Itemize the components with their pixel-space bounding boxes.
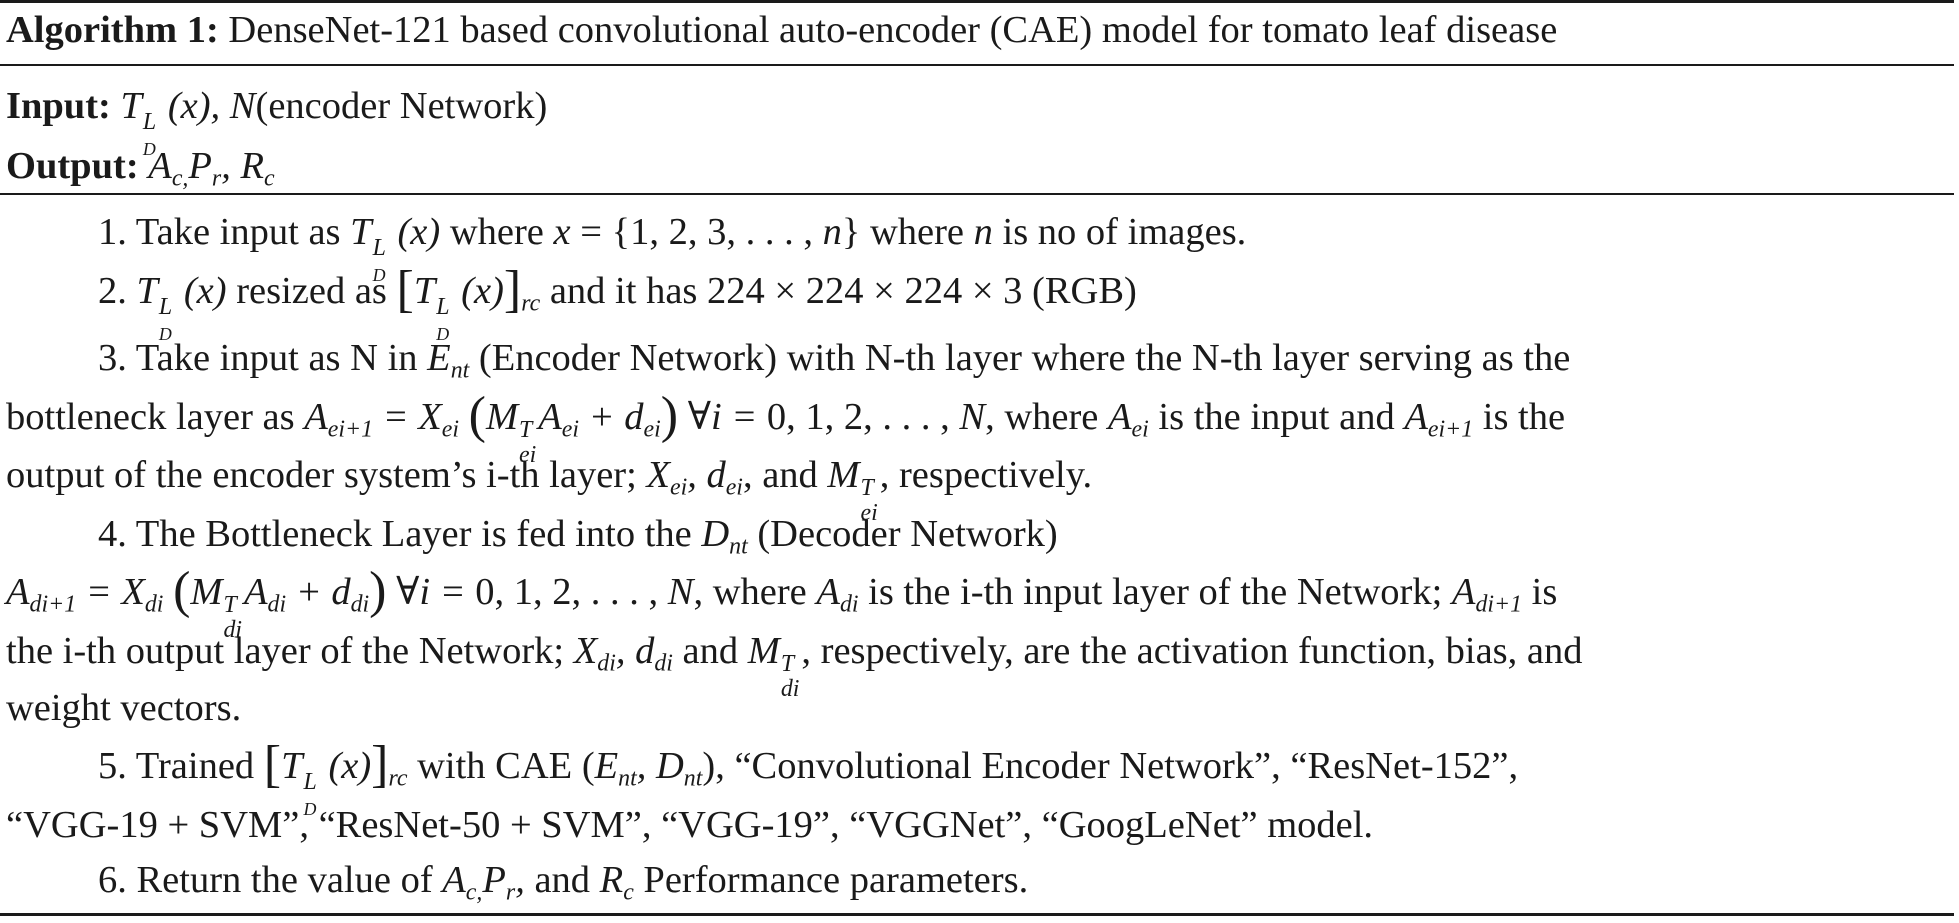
step-4-line-3: the i-th output layer of the Network; Xd…	[6, 627, 1954, 702]
output-math: Ac,Pr, Rc	[148, 145, 275, 192]
step-2-lead: 2.	[98, 270, 127, 312]
step-6: 6. Return the value of Ac,Pr, and Rc Per…	[6, 856, 1954, 906]
step-6-math-a: Ac,Pr,	[442, 859, 525, 906]
step-4-math-adi1: Adi+1	[1451, 571, 1523, 618]
bottom-rule	[0, 913, 1954, 916]
step-3-text-a: (Encoder Network) with N-th layer where …	[478, 337, 1571, 379]
step-4-math-adi: Adi	[816, 571, 859, 618]
step-4-line-1: 4. The Bottleneck Layer is fed into the …	[6, 510, 1954, 560]
output-row: Output: Ac,Pr, Rc	[6, 142, 1954, 192]
step-3-line-1: 3. Take input as N in Ent (Encoder Netwo…	[6, 334, 1954, 384]
step-4-text-c: is the i-th input layer of the Network;	[868, 571, 1443, 613]
step-3-text-c: , where	[985, 396, 1099, 438]
step-6-lead: 6. Return the value of	[98, 859, 433, 901]
step-3-lead: 3. Take input as N in	[98, 337, 418, 379]
algorithm-title-row: Algorithm 1: DenseNet-121 based convolut…	[6, 6, 1954, 54]
step-5-line-2: “VGG-19 + SVM”, “ResNet-50 + SVM”, “VGG-…	[6, 801, 1954, 849]
step-3-text-h: , respectively.	[879, 454, 1093, 496]
step-3-text-d: is the input and	[1158, 396, 1395, 438]
step-6-text-b: Performance parameters.	[643, 859, 1029, 901]
output-label: Output:	[6, 145, 139, 187]
step-1-lead: 1. Take input as	[98, 211, 341, 253]
step-1-math-b: x	[553, 211, 571, 253]
step-2-text-b: and it has 224 × 224 × 224 × 3 (RGB)	[549, 270, 1137, 312]
step-2-text-a: resized as	[236, 270, 387, 312]
step-4-text-f: and	[682, 630, 739, 672]
step-5-lead: 5. Trained	[98, 745, 255, 787]
step-4-text-b: , where	[693, 571, 807, 613]
step-1-math-c: n	[973, 211, 993, 253]
step-5-text-c: “VGG-19 + SVM”, “ResNet-50 + SVM”, “VGG-…	[6, 804, 1374, 846]
step-3-math-ent: Ent	[427, 337, 470, 384]
step-6-math-b: Rc	[599, 859, 634, 906]
step-3-math-aei: Aei	[1108, 396, 1149, 443]
step-3-math-vars: Xei, dei	[646, 454, 743, 501]
step-3-line-3: output of the encoder system’s i-th laye…	[6, 451, 1954, 526]
top-rule	[0, 0, 1954, 3]
step-4-text-d: is	[1531, 571, 1558, 613]
input-text: (encoder Network)	[255, 85, 548, 127]
algorithm-label: Algorithm 1:	[6, 9, 219, 51]
step-4-text-g: , respectively, are the activation funct…	[801, 630, 1583, 672]
step-5-text-b: , “Convolutional Encoder Network”, “ResN…	[715, 745, 1519, 787]
step-1-text-c: is no of images.	[1002, 211, 1247, 253]
step-4-math-dnt: Dnt	[701, 513, 748, 560]
step-6-text-a: and	[534, 859, 591, 901]
step-3-text-b: bottleneck layer as	[6, 396, 295, 438]
step-3-text-g: , and	[742, 454, 818, 496]
step-1-text-a: where	[449, 211, 544, 253]
step-4-line-4: weight vectors.	[6, 684, 1954, 732]
step-4-text-a: (Decoder Network)	[757, 513, 1058, 555]
step-4-math-vars: Xdi, ddi	[573, 630, 673, 677]
step-4-text-h: weight vectors.	[6, 687, 242, 729]
step-4-text-e: the i-th output layer of the Network;	[6, 630, 565, 672]
step-4-lead: 4. The Bottleneck Layer is fed into the	[98, 513, 692, 555]
step-3-text-e: is the	[1482, 396, 1566, 438]
step-1-text-b: where	[869, 211, 964, 253]
io-rule	[0, 193, 1954, 195]
step-3-text-f: output of the encoder system’s i-th laye…	[6, 454, 637, 496]
step-5-math-b: (Ent, Dnt)	[581, 745, 716, 792]
step-3-math-aei1: Aei+1	[1404, 396, 1474, 443]
step-5-text-a: with CAE	[417, 745, 573, 787]
input-label: Input:	[6, 85, 111, 127]
header-rule	[0, 64, 1954, 66]
algorithm-title: DenseNet-121 based convolutional auto-en…	[228, 9, 1558, 51]
